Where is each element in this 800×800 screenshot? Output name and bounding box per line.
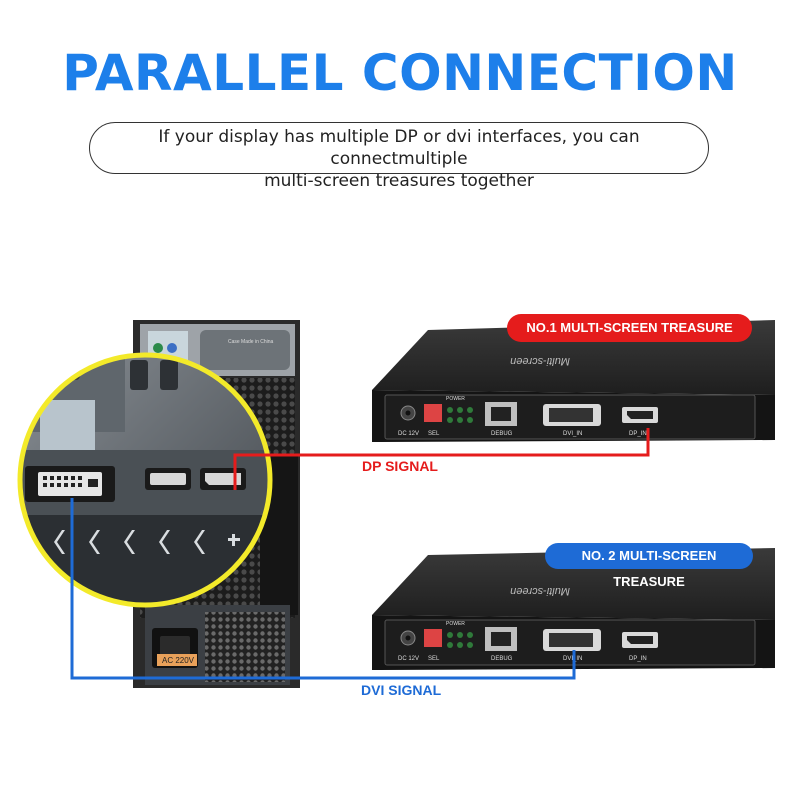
dev2-port-debug: DEBUG [491, 656, 513, 662]
dvi-signal-label: DVI SIGNAL [361, 682, 442, 698]
device-2-label: NO. 2 MULTI-SCREEN TREASURE [545, 543, 753, 589]
page-title: PARALLEL CONNECTION [62, 44, 738, 102]
case-panel-label: Case Made in China [228, 339, 274, 345]
dev2-port-dc: DC 12V [398, 656, 419, 662]
description-box: If your display has multiple DP or dvi i… [89, 122, 709, 191]
dev1-port-sel: SEL [428, 431, 440, 437]
dev2-port-sel: SEL [428, 656, 440, 662]
dev1-port-dvi: DVI_IN [563, 431, 582, 437]
dvi-signal-line [70, 498, 576, 680]
psu-label: AC 220V [162, 656, 195, 665]
description-line-2: multi-screen treasures together [264, 171, 534, 191]
dp-signal-line [233, 428, 650, 490]
dp-signal-label: DP SIGNAL [362, 458, 438, 474]
dev1-led-power: POWER [446, 396, 465, 402]
dev2-port-dp: DP_IN [629, 656, 647, 662]
dev1-port-dp: DP_IN [629, 431, 647, 437]
dev2-led-power: POWER [446, 621, 465, 627]
description-line-1: If your display has multiple DP or dvi i… [158, 127, 640, 169]
svg-text:Multi-screen: Multi-screen [510, 355, 570, 367]
device-2: Multi-screen DC 12V SEL POWER DEBUG DVI_… [372, 548, 775, 670]
device-1-label: NO.1 MULTI-SCREEN TREASURE [507, 314, 752, 342]
svg-text:Multi-screen: Multi-screen [510, 585, 570, 597]
dev1-port-dc: DC 12V [398, 431, 419, 437]
magnifier [17, 352, 273, 608]
magnifier-ring [17, 352, 273, 608]
dev1-port-debug: DEBUG [491, 431, 513, 437]
